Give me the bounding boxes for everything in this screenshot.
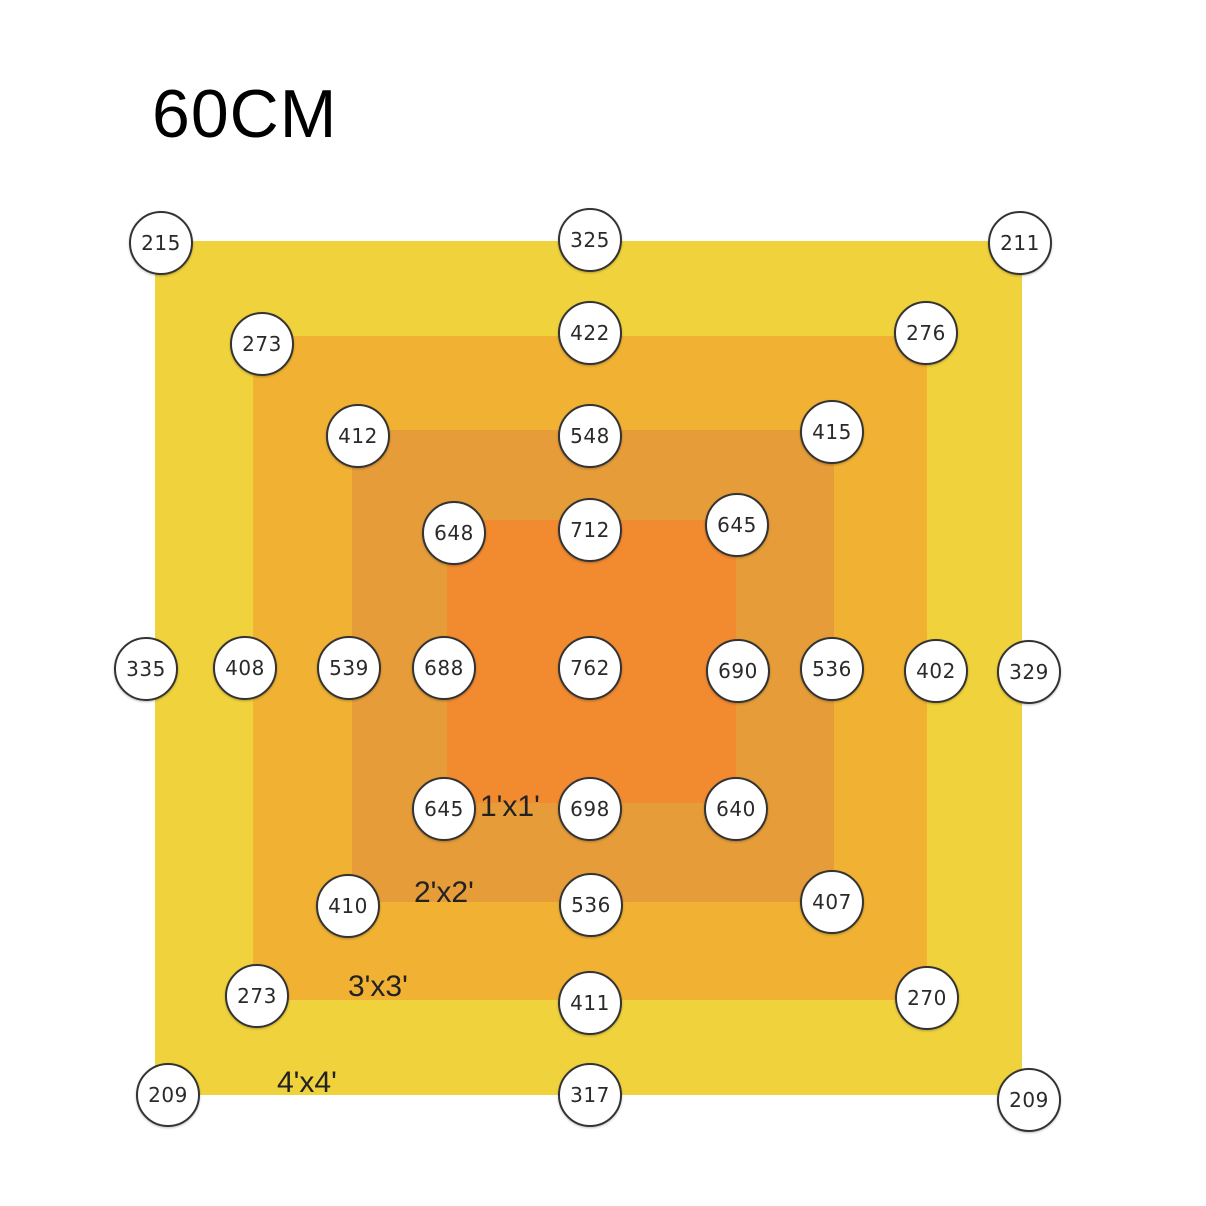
zone-label-4x4: 4'x4': [277, 1066, 337, 1099]
reading-circle: 408: [213, 636, 277, 700]
zone-label-3x3: 3'x3': [348, 970, 408, 1003]
reading-circle: 215: [129, 211, 193, 275]
reading-circle: 412: [326, 404, 390, 468]
reading-circle: 335: [114, 637, 178, 701]
reading-circle: 276: [894, 301, 958, 365]
reading-circle: 402: [904, 639, 968, 703]
reading-circle: 415: [800, 400, 864, 464]
reading-circle: 539: [317, 636, 381, 700]
reading-circle: 273: [225, 964, 289, 1028]
reading-circle: 209: [997, 1068, 1061, 1132]
zone-label-2x2: 2'x2': [414, 876, 474, 909]
zone-label-1x1: 1'x1': [480, 790, 540, 823]
reading-circle: 548: [558, 404, 622, 468]
reading-circle: 422: [558, 301, 622, 365]
reading-circle: 762: [558, 636, 622, 700]
reading-circle: 712: [558, 498, 622, 562]
reading-circle: 536: [559, 873, 623, 937]
reading-circle: 270: [895, 966, 959, 1030]
reading-circle: 645: [705, 493, 769, 557]
reading-circle: 325: [558, 208, 622, 272]
reading-circle: 273: [230, 312, 294, 376]
reading-circle: 688: [412, 636, 476, 700]
reading-circle: 407: [800, 870, 864, 934]
reading-circle: 640: [704, 777, 768, 841]
diagram-title: 60CM: [152, 76, 338, 152]
reading-circle: 698: [558, 777, 622, 841]
reading-circle: 645: [412, 777, 476, 841]
reading-circle: 411: [558, 971, 622, 1035]
reading-circle: 410: [316, 874, 380, 938]
reading-circle: 211: [988, 211, 1052, 275]
reading-circle: 690: [706, 639, 770, 703]
reading-circle: 648: [422, 501, 486, 565]
reading-circle: 329: [997, 640, 1061, 704]
reading-circle: 317: [558, 1063, 622, 1127]
reading-circle: 209: [136, 1063, 200, 1127]
reading-circle: 536: [800, 637, 864, 701]
